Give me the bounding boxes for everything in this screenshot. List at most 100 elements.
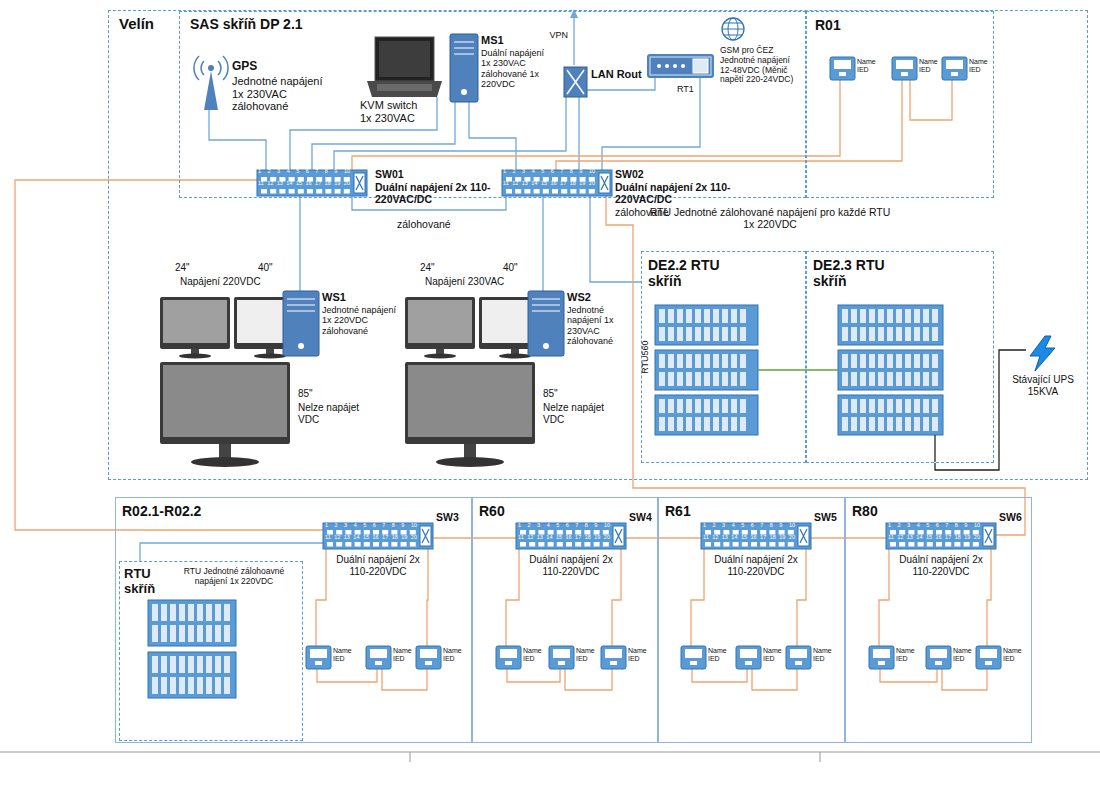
- switch-port: [391, 542, 397, 547]
- rack-module: [878, 372, 884, 386]
- connector: [507, 669, 560, 682]
- ied-key: [839, 72, 846, 76]
- antenna-wave: [218, 61, 221, 75]
- annotation-label: 40": [258, 262, 288, 274]
- ied-device: Name IED: [892, 57, 917, 80]
- annotation-label: Nelze napájet VDC: [298, 402, 373, 425]
- switch-port: [760, 530, 766, 535]
- ied-body: [549, 646, 574, 669]
- rack-module: [731, 417, 737, 431]
- kvm-laptop: KVM switch 1x 230VAC: [367, 37, 442, 97]
- ied-key: [315, 661, 322, 665]
- switch-port: [733, 530, 739, 535]
- switch-port: [401, 542, 407, 547]
- switch-port: [566, 542, 572, 547]
- ied-screen: [946, 60, 963, 69]
- monitor-neck: [266, 349, 274, 354]
- page-tick: [410, 752, 411, 762]
- monitor-base: [499, 354, 531, 359]
- rack-module: [731, 327, 737, 341]
- node-text: Name IED: [628, 647, 650, 663]
- switch-body: [516, 523, 626, 549]
- connector: [140, 543, 323, 561]
- node-text: Jednotné napájení 1x 220VDC zálohované: [322, 305, 404, 336]
- connector: [935, 350, 1026, 470]
- node-title: R61: [665, 503, 785, 519]
- ied-body: [366, 646, 391, 669]
- connector: [880, 669, 937, 682]
- node-text: Name IED: [1003, 647, 1025, 663]
- switch-cross: [615, 529, 622, 543]
- switch-port: [336, 542, 342, 547]
- ied-key: [558, 661, 565, 665]
- gsm-router: GSM pro ČEZ Jednotné napájení 12-48VDC (…: [647, 54, 714, 78]
- device-icon: [892, 57, 917, 80]
- device-icon: [736, 646, 761, 669]
- node-title: WS1: [322, 291, 382, 304]
- tower-button: [298, 343, 304, 349]
- switch-port: [705, 530, 711, 535]
- switch-port: [410, 542, 416, 547]
- switch-port: [335, 189, 341, 194]
- rack-module: [197, 677, 203, 694]
- monitor-base: [179, 354, 211, 359]
- gps-antenna: GPSJednotné napájení 1x 230VAC zálohovan…: [192, 57, 230, 110]
- ied-device: Name IED: [416, 646, 441, 669]
- router-body: [564, 67, 587, 97]
- connector: [382, 669, 427, 690]
- rack-module: [722, 327, 728, 341]
- switch-port: [515, 189, 521, 194]
- node-title: SW02: [615, 168, 740, 180]
- rack-module: [905, 372, 911, 386]
- rack-module: [668, 354, 674, 368]
- gsm-led: [665, 64, 669, 68]
- node-title: Duální napájení 2x 110-220VAC/DC: [375, 181, 500, 205]
- device-icon: [496, 646, 521, 669]
- region-box: DE2.2 RTU skříň: [641, 251, 806, 463]
- switch-port: [391, 530, 397, 535]
- rack-module: [215, 625, 221, 642]
- switch-port: [355, 530, 361, 535]
- rack-module: [659, 327, 665, 341]
- server-tower: WS1Jednotné napájení 1x 220VDC zálohovan…: [283, 291, 319, 356]
- node-text: Stávající UPS 15KVA: [1004, 374, 1082, 397]
- globe-parallels: [722, 23, 744, 35]
- node-text: Jednotné napájení 1x 230VAC zálohované: [232, 75, 332, 113]
- node-text: Jednotné napájení 1x 230VAC zálohované: [567, 305, 631, 346]
- rack-module: [224, 604, 230, 621]
- switch-port: [373, 542, 379, 547]
- rack-module: [914, 309, 920, 323]
- node-text: Duální napájení 2x 110-220VDC: [896, 554, 986, 577]
- node-text: RTU Jednotné zálohoavné napájení 1x 220V…: [170, 567, 298, 587]
- switch-port: [575, 542, 581, 547]
- rack-module: [722, 417, 728, 431]
- switch-port: [566, 530, 572, 535]
- ied-body: [942, 57, 967, 80]
- node-title: Velín: [119, 15, 179, 32]
- rack-module: [887, 417, 893, 431]
- rack-module: [161, 677, 167, 694]
- connector: [691, 549, 704, 646]
- monitor-neck: [219, 444, 231, 458]
- rack-module: [695, 372, 701, 386]
- node-text: Name IED: [896, 647, 918, 663]
- device-icon: [564, 67, 587, 97]
- node-title: MS1: [481, 34, 551, 47]
- node-text: Name IED: [443, 647, 465, 663]
- switch-port: [603, 542, 609, 547]
- node-text: Name IED: [576, 647, 598, 663]
- switch-port: [714, 530, 720, 535]
- device-icon: [283, 291, 319, 356]
- switch-cross: [985, 529, 992, 543]
- gsm-led: [657, 64, 661, 68]
- device-icon: [926, 646, 951, 669]
- switch-uplink: [613, 526, 624, 546]
- rack-module: [740, 354, 746, 368]
- rack-module: [905, 327, 911, 341]
- switch-port: [751, 530, 757, 535]
- switch-port: [410, 530, 416, 535]
- rack-module: [704, 309, 710, 323]
- port-numbers: 1 2 3 4 5 6 7 8 9 10: [888, 523, 980, 529]
- switch-port: [760, 542, 766, 547]
- rack-module: [860, 327, 866, 341]
